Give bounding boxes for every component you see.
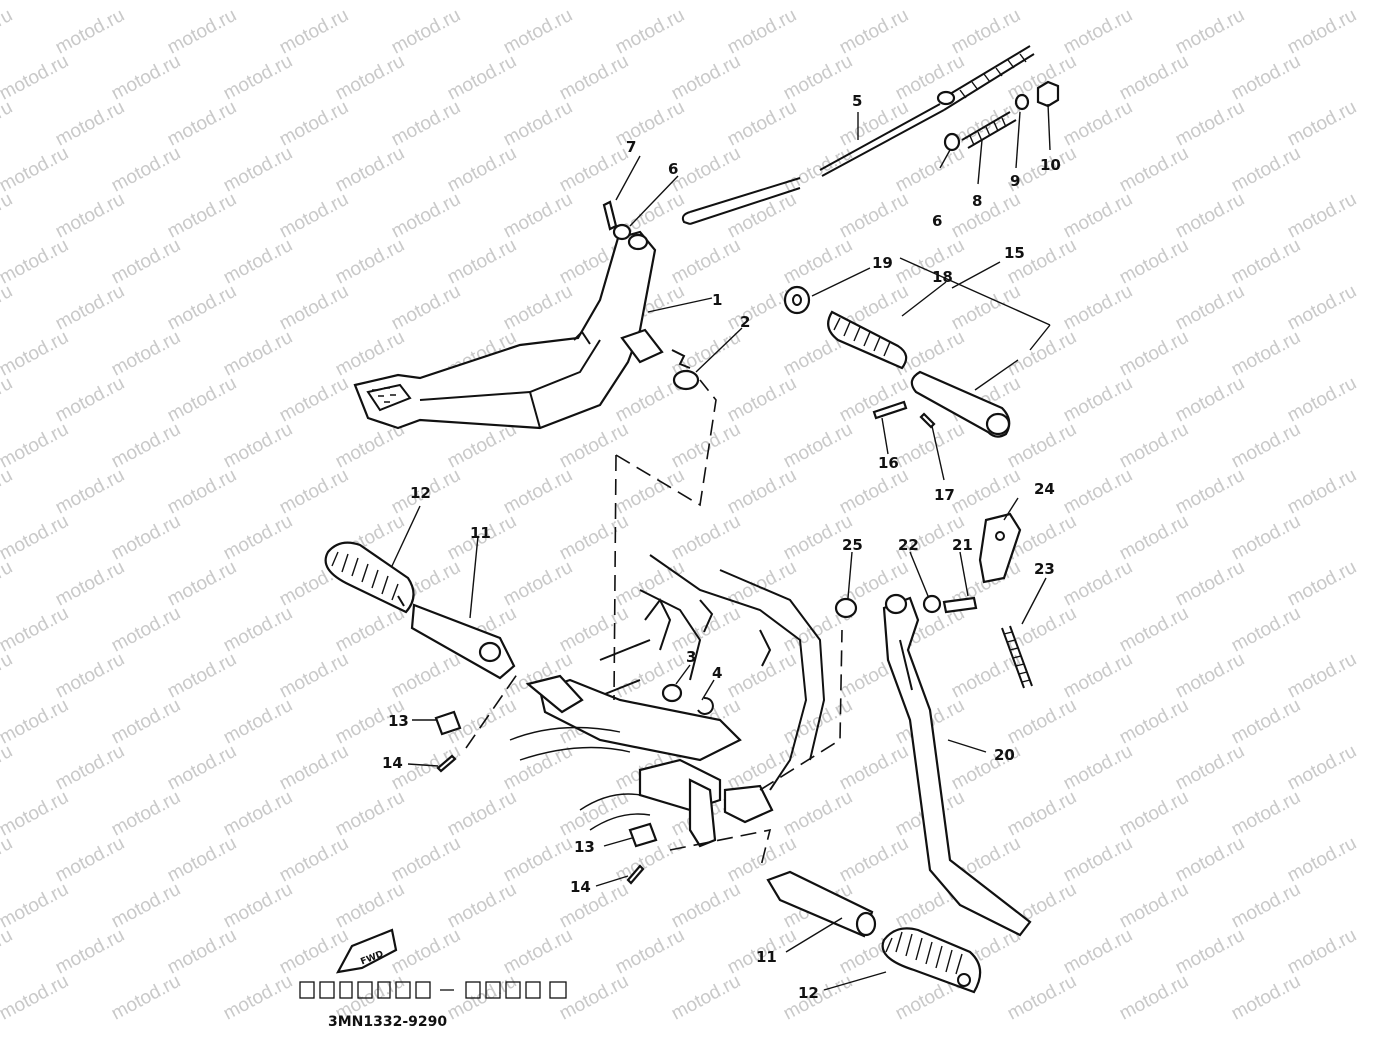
sidestand-part-20: [882, 593, 1032, 937]
callout-3: 3: [686, 648, 696, 666]
applicable-models-glyph: [299, 981, 567, 999]
footrest-part-15: [910, 370, 1011, 438]
washer-part-6-left: [612, 223, 632, 241]
washer-part-19: [783, 285, 811, 315]
callout-12-left: 12: [410, 484, 431, 502]
washer-part-3: [661, 683, 683, 703]
cotter-pin-part-7: [602, 200, 618, 231]
footrest-rubber-part-18: [827, 310, 908, 370]
callout-11-left: 11: [470, 524, 491, 542]
pin-part-13-right: [628, 822, 658, 848]
callout-14-left: 14: [382, 754, 403, 772]
fwd-arrow: FWD: [335, 928, 398, 974]
callout-17: 17: [934, 486, 955, 504]
callout-21: 21: [952, 536, 973, 554]
washer-part-6-right: [943, 132, 961, 152]
callout-8: 8: [972, 192, 982, 210]
bracket-part-24: [978, 512, 1022, 584]
footrest-part-11-left: [410, 603, 516, 680]
collar-part-22: [922, 594, 942, 614]
bolt-part-21: [942, 596, 978, 614]
footrest-rubber-part-12-right: [881, 927, 982, 994]
callout-7: 7: [626, 138, 636, 156]
callout-12-right: 12: [798, 984, 819, 1002]
callout-25: 25: [842, 536, 863, 554]
callout-6-left: 6: [668, 160, 678, 178]
callout-5: 5: [852, 92, 862, 110]
cotter-pin-part-14-left: [436, 754, 457, 773]
callout-13-right: 13: [574, 838, 595, 856]
callout-24: 24: [1034, 480, 1055, 498]
assembly-lines: [465, 379, 843, 871]
footrest-part-11-right: [766, 870, 877, 938]
callout-1: 1: [712, 291, 722, 309]
callout-13-left: 13: [388, 712, 409, 730]
callout-23: 23: [1034, 560, 1055, 578]
callout-18: 18: [932, 268, 953, 286]
spring-part-2: [671, 349, 700, 391]
callout-15: 15: [1004, 244, 1025, 262]
callout-11-right: 11: [756, 948, 777, 966]
callout-2: 2: [740, 313, 750, 331]
callout-labels: 1 2 3 4 5 6 6 7 8 9 10 11 11 12 12 13 13…: [382, 92, 1061, 1002]
callout-14-right: 14: [570, 878, 591, 896]
drawing-code: 3MN1332-9290: [328, 1014, 447, 1030]
pin-part-13-left: [434, 710, 462, 736]
callout-19: 19: [872, 254, 893, 272]
footrest-set-bracket: [899, 257, 1051, 391]
callout-20: 20: [994, 746, 1015, 764]
spring-part-23: [1001, 625, 1033, 689]
collar-part-25: [834, 597, 858, 619]
callout-22: 22: [898, 536, 919, 554]
callout-9: 9: [1010, 172, 1020, 190]
leader-lines: [391, 103, 1051, 991]
cotter-pin-part-17: [919, 412, 936, 429]
footrest-rubber-part-12-left: [324, 541, 415, 614]
callout-10: 10: [1040, 156, 1061, 174]
cotter-pin-part-14-right: [626, 864, 645, 885]
clip-part-4: [697, 696, 714, 715]
frame-section: [509, 554, 826, 848]
callout-4: 4: [712, 664, 722, 682]
footrest-bracket-left: [525, 674, 584, 714]
brake-pedal-part-1: [353, 230, 664, 430]
callout-6-right: 6: [932, 212, 942, 230]
spring-part-8: [961, 111, 1017, 149]
brake-rod-part-5: [681, 45, 1035, 225]
callout-16: 16: [878, 454, 899, 472]
bolt-part-16: [872, 400, 908, 420]
joint-part-9: [1014, 93, 1030, 111]
nut-part-10: [1036, 80, 1060, 108]
